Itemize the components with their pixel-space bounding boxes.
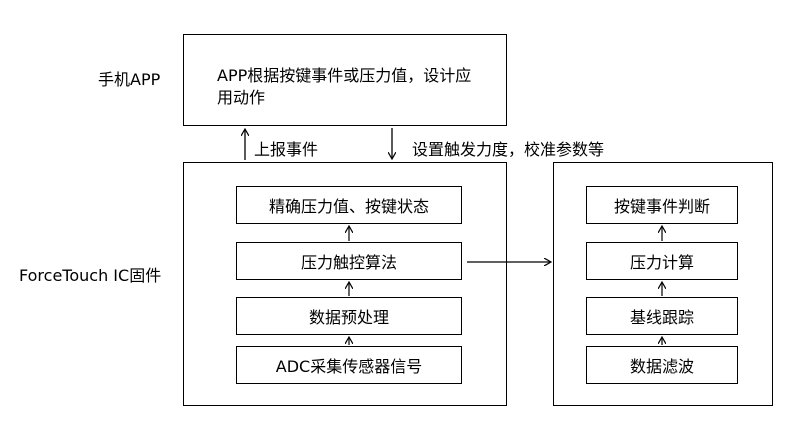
event-block-pressure-calc: 压力计算 — [586, 242, 738, 280]
firmware-block-pressure-state: 精确压力值、按键状态 — [236, 186, 462, 224]
phone-app-label: 手机APP — [98, 70, 161, 89]
event-block-text: 按键事件判断 — [613, 197, 710, 216]
report-event-label: 上报事件 — [254, 140, 319, 159]
firmware-block-preprocess: 数据预处理 — [236, 297, 462, 335]
firmware-label: ForceTouch IC固件 — [19, 266, 162, 285]
firmware-block-text: 精确压力值、按键状态 — [268, 197, 429, 216]
event-block-filter: 数据滤波 — [586, 346, 738, 384]
firmware-block-text: 数据预处理 — [308, 308, 389, 327]
event-block-text: 基线跟踪 — [629, 308, 694, 327]
event-block-text: 数据滤波 — [629, 357, 694, 376]
event-block-baseline: 基线跟踪 — [586, 297, 738, 335]
firmware-block-text: ADC采集传感器信号 — [275, 357, 423, 376]
firmware-block-algorithm: 压力触控算法 — [236, 242, 462, 280]
firmware-block-text: 压力触控算法 — [300, 253, 397, 272]
event-block-text: 压力计算 — [629, 253, 694, 272]
app-box-text: APP根据按键事件或压力值，设计应用动作 — [217, 66, 472, 107]
app-box: APP根据按键事件或压力值，设计应用动作 — [183, 34, 507, 126]
event-block-key-judge: 按键事件判断 — [586, 186, 738, 224]
firmware-block-adc: ADC采集传感器信号 — [236, 346, 462, 384]
set-params-label: 设置触发力度，校准参数等 — [412, 140, 605, 159]
